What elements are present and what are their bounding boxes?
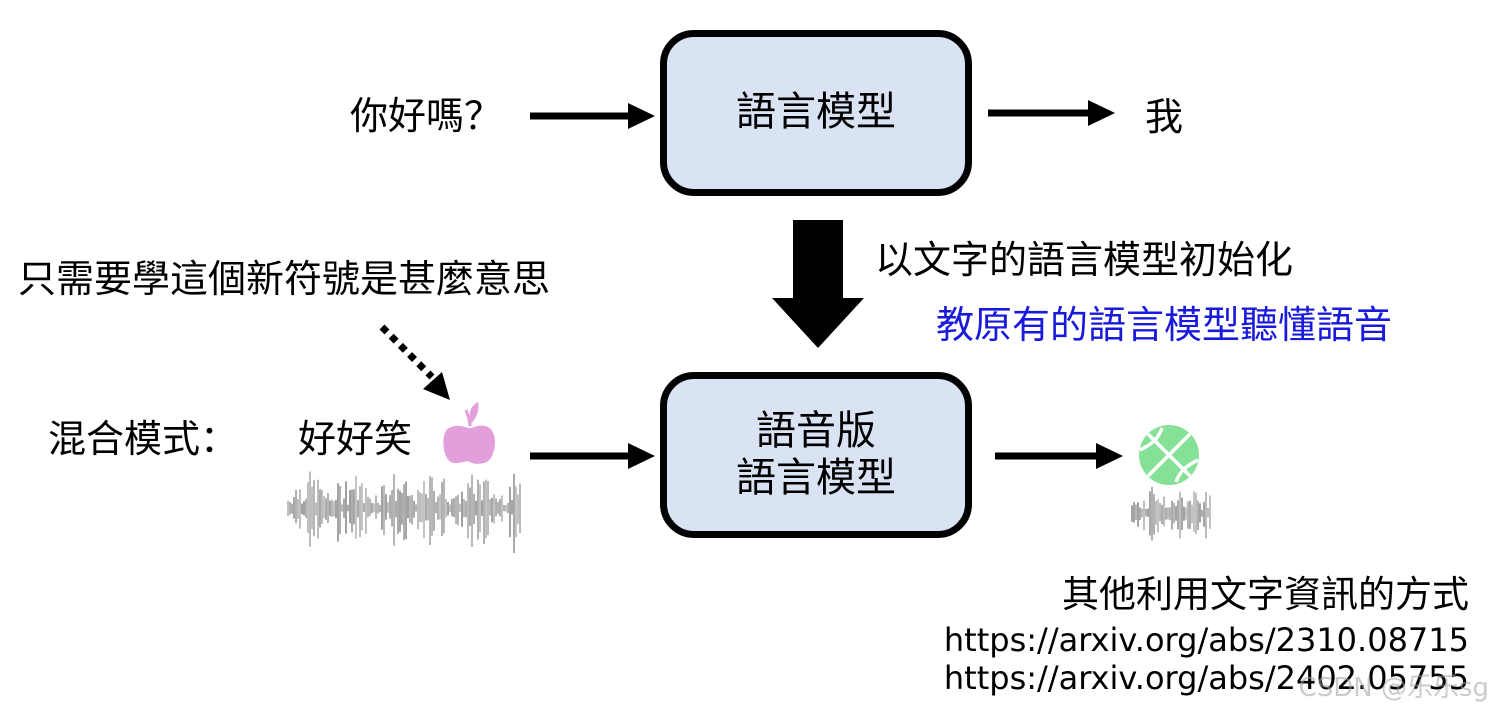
teach-note: 教原有的語言模型聽懂語音 [936, 303, 1393, 347]
arrow-mixed-to-speech-lm [530, 443, 655, 469]
arrow-dotted-hint [379, 324, 450, 400]
speech-model-label-line2: 語言模型 [736, 455, 896, 501]
init-note: 以文字的語言模型初始化 [875, 238, 1294, 282]
reference-link-2[interactable]: https://arxiv.org/abs/2402.05755 [943, 659, 1469, 697]
output-text: 我 [1145, 95, 1184, 139]
references-title: 其他利用文字資訊的方式 [1062, 573, 1469, 616]
reference-link-1[interactable]: https://arxiv.org/abs/2310.08715 [943, 621, 1469, 659]
basketball-icon [1139, 425, 1199, 485]
language-model-label: 語言模型 [736, 89, 896, 136]
waveform-input-icon [287, 471, 521, 553]
language-model-box: 語言模型 [660, 30, 972, 196]
arrow-initialize-down [772, 220, 864, 348]
apple-icon [443, 402, 496, 464]
arrow-lm-to-output [988, 100, 1115, 126]
mode-label: 混合模式： [48, 417, 239, 461]
waveform-output-icon [1131, 486, 1211, 541]
watermark: CSDN @乐乐sg [1298, 673, 1489, 703]
hint-text: 只需要學這個新符號是甚麼意思 [18, 257, 551, 301]
speech-language-model-box: 語音版 語言模型 [660, 372, 972, 538]
arrow-speech-lm-to-output [995, 443, 1123, 469]
input-text: 你好嗎？ [350, 94, 503, 138]
arrow-input-to-lm [530, 103, 655, 129]
mixed-text: 好好笑 [298, 417, 413, 461]
speech-model-label-line1: 語音版 [756, 407, 876, 454]
